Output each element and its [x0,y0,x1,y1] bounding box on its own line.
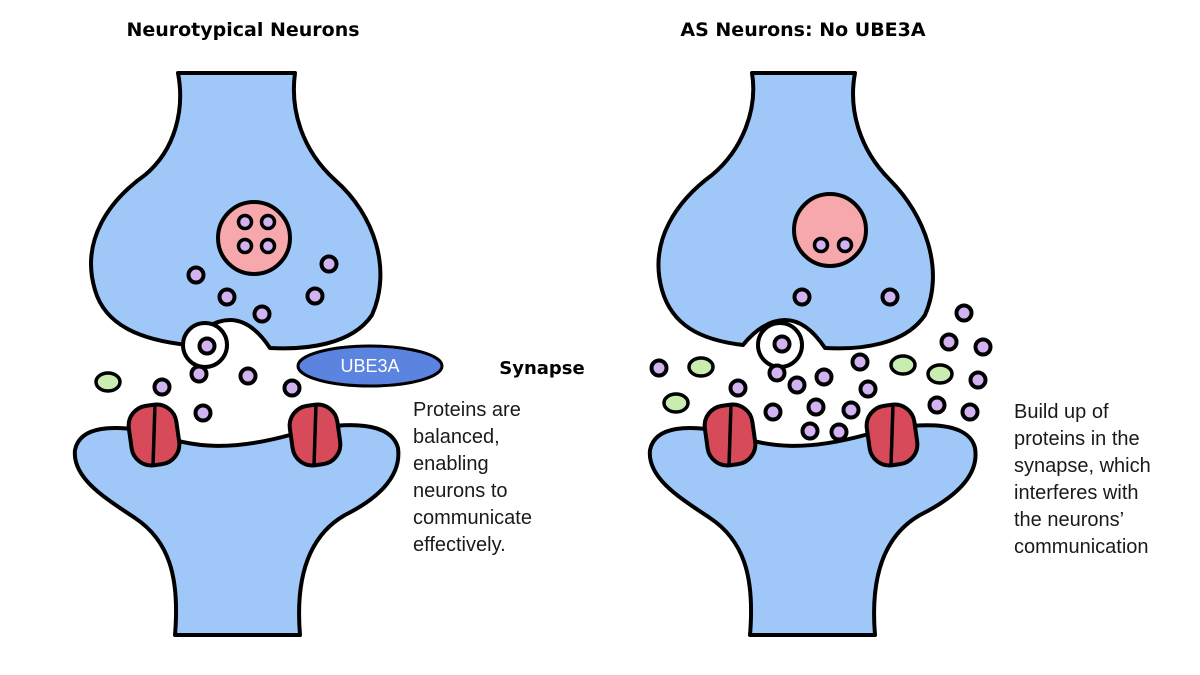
other-molecule [926,363,954,385]
protein [282,378,302,398]
protein [305,286,325,306]
protein [193,403,213,423]
protein [319,254,339,274]
protein [238,366,258,386]
protein [763,402,783,422]
protein [927,395,947,415]
caption-line: synapse, which [1014,455,1151,477]
protein [939,332,959,352]
receptor [126,402,182,468]
protein [236,213,254,231]
presynaptic-neuron [656,71,935,351]
protein [197,336,217,356]
nucleus [792,192,868,268]
other-molecule [687,356,715,378]
protein [814,367,834,387]
protein [806,397,826,417]
neurotypical-title: Neurotypical Neurons [126,19,359,41]
other-molecule [889,354,917,376]
caption-line: enabling [413,453,489,475]
protein [800,421,820,441]
synapse-label: Synapse [499,358,584,379]
nucleus-proteins [812,236,854,254]
protein [829,422,849,442]
protein [960,402,980,422]
protein [767,363,787,383]
caption-line: communicate [413,507,532,529]
protein [841,400,861,420]
other-molecules [662,354,954,414]
as-neurons-title: AS Neurons: No UBE3A [680,19,925,41]
caption-line: proteins in the [1014,428,1140,450]
as-neurons-caption: Build up of proteins in the synapse, whi… [1014,401,1156,558]
receptor [287,402,343,468]
caption-line: balanced, [413,426,500,448]
protein [836,236,854,254]
protein [792,287,812,307]
protein [772,334,792,354]
nucleus [216,200,292,276]
receptor [702,402,758,468]
protein [649,358,669,378]
postsynaptic-neuron [647,423,978,637]
nucleus-proteins [236,213,277,255]
protein [236,237,254,255]
protein [858,379,878,399]
protein [259,237,277,255]
caption-line: effectively. [413,534,506,556]
protein [973,337,993,357]
receptor [864,402,920,468]
protein [152,377,172,397]
caption-line: the neurons’ [1014,509,1124,531]
ube3a-label: UBE3A [340,356,399,376]
protein [259,213,277,231]
caption-line: Build up of [1014,401,1109,423]
protein [880,287,900,307]
protein [787,375,807,395]
protein [728,378,748,398]
ube3a-enzyme [296,344,444,388]
caption-line: neurons to [413,480,508,502]
other-molecule [94,371,122,393]
protein [217,287,237,307]
proteins [152,254,339,423]
proteins [649,287,993,442]
caption-line: interferes with [1014,482,1139,504]
postsynaptic-neuron [72,423,401,637]
protein [186,265,206,285]
protein [850,352,870,372]
neurotypical-caption: Proteins are balanced, enabling neurons … [413,399,538,556]
caption-line: Proteins are [413,399,521,421]
protein [968,370,988,390]
other-molecule [662,392,690,414]
protein [189,364,209,384]
neurotypical-panel: Neurotypical Neurons [72,19,538,637]
protein [252,304,272,324]
protein [954,303,974,323]
as-neurons-panel: AS Neurons: No UBE3A [647,19,1156,637]
protein [812,236,830,254]
caption-line: communication [1014,536,1149,558]
